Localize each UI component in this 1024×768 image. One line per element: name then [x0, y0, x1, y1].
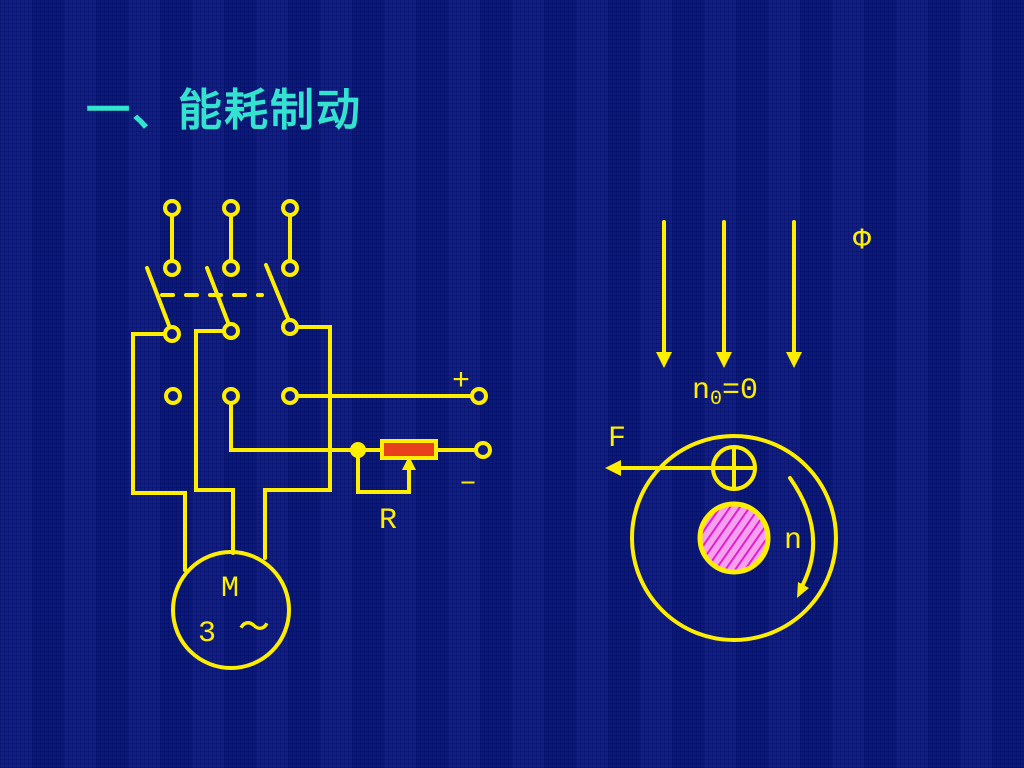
switch-upper-contact-2	[222, 259, 240, 277]
motor-symbol	[171, 550, 291, 670]
brake-contact-2	[222, 387, 240, 405]
supply-terminal-3	[281, 199, 299, 217]
switch-upper-contact-1	[163, 259, 181, 277]
speed-value: =0	[722, 374, 758, 408]
motor-label: M	[221, 572, 239, 606]
switch-lower-contact-1	[163, 325, 181, 343]
speed-base: n	[692, 374, 710, 408]
flux-label: Φ	[853, 224, 871, 258]
dc-negative-terminal	[474, 441, 492, 459]
minus-label: –	[459, 466, 477, 500]
switch-blade-1	[145, 266, 172, 330]
flux-arrowhead-2	[716, 352, 732, 368]
brake-contact-3	[281, 387, 299, 405]
rheostat-arrowhead	[402, 456, 416, 470]
flux-arrowhead-1	[656, 352, 672, 368]
resistor	[380, 439, 438, 460]
motor-ac-symbol: ～	[239, 613, 269, 647]
rotation-label: n	[784, 524, 802, 558]
force-arrowhead	[605, 460, 621, 476]
dc-negative-line	[229, 401, 384, 452]
supply-terminal-1	[163, 199, 181, 217]
dc-positive-terminal	[470, 387, 488, 405]
force-label: F	[608, 422, 626, 456]
motor-lead-2	[194, 329, 235, 555]
synchronous-speed-label: n0=0	[692, 374, 758, 411]
page-title: 一、能耗制动	[86, 85, 362, 136]
rotor	[697, 501, 771, 575]
stator-circle	[630, 434, 838, 642]
brake-contact-1	[164, 387, 182, 405]
rheostat-wiper-line	[356, 448, 411, 494]
field-diagram: Φ n0=0 F n	[605, 220, 871, 642]
motor-phases: 3	[198, 617, 216, 651]
speed-subscript: 0	[710, 388, 722, 411]
switch-upper-contact-3	[281, 259, 299, 277]
switch-lower-contact-2	[222, 322, 240, 340]
resistor-label: R	[379, 504, 397, 538]
motor-lead-1	[131, 332, 187, 572]
circuit: + – R M 3 ～	[131, 199, 492, 670]
rotation-arrow	[788, 476, 816, 590]
plus-label: +	[452, 365, 470, 399]
supply-terminal-2	[222, 199, 240, 217]
flux-arrowhead-3	[786, 352, 802, 368]
motor-lead-3	[263, 325, 332, 560]
switch-lower-contact-3	[281, 318, 299, 336]
switch-blade-3	[264, 263, 291, 323]
rotation-arrowhead	[797, 582, 809, 598]
